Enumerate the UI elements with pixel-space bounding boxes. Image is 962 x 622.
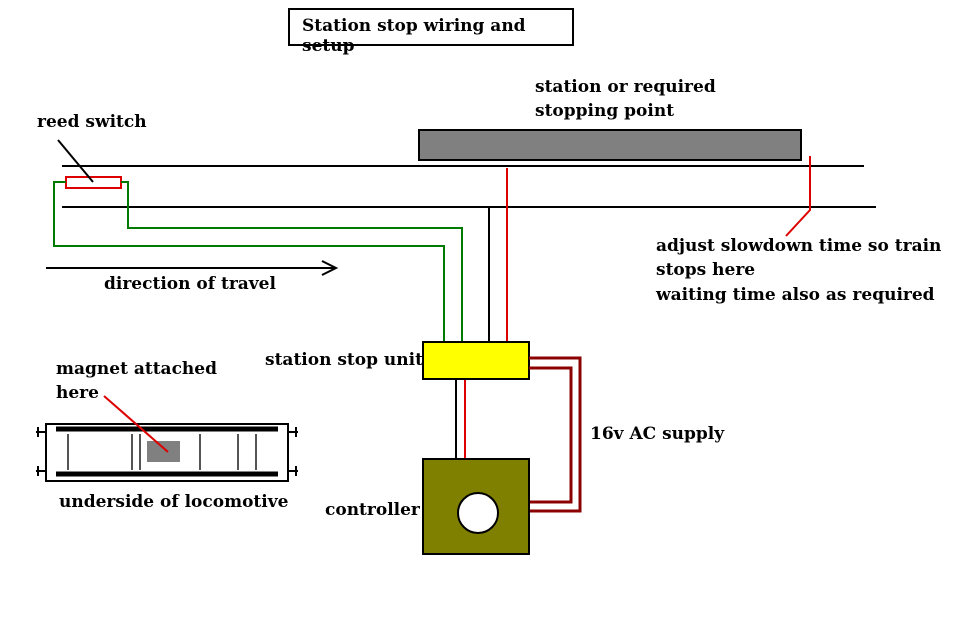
direction-label: direction of travel <box>104 274 276 294</box>
magnet <box>147 441 180 462</box>
stop-position-marker <box>785 156 811 237</box>
station-stop-unit <box>422 341 530 380</box>
reed-wire-right <box>121 181 463 343</box>
controller-knob <box>457 492 499 534</box>
supply-wire-outer <box>518 356 582 513</box>
magnet-label-line1: magnet attached <box>56 359 217 379</box>
station-stop-unit-label: station stop unit <box>265 350 423 370</box>
reed-wire-left <box>53 181 445 343</box>
supply-label: 16v AC supply <box>590 424 725 444</box>
diagram-title: Station stop wiring and setup <box>302 16 526 56</box>
reed-switch-label: reed switch <box>37 112 147 132</box>
magnet-pointer <box>103 395 169 453</box>
adjust-label-line2: stops here <box>656 260 756 280</box>
supply-wire-inner <box>518 366 573 504</box>
controller-label: controller <box>325 500 420 520</box>
title-box: Station stop wiring and setup <box>288 8 574 56</box>
station-platform <box>418 129 802 161</box>
adjust-label-line1: adjust slowdown time so train <box>656 236 942 256</box>
magnet-label-line2: here <box>56 383 99 403</box>
station-label-line1: station or required <box>535 77 716 97</box>
reed-switch <box>65 176 122 189</box>
station-label-line2: stopping point <box>535 101 675 121</box>
underside-label: underside of locomotive <box>59 492 289 512</box>
direction-arrow-head <box>321 260 339 276</box>
reed-switch-pointer <box>57 139 94 183</box>
adjust-label-line3: waiting time also as required <box>656 285 935 305</box>
locomotive-underside <box>36 423 298 482</box>
